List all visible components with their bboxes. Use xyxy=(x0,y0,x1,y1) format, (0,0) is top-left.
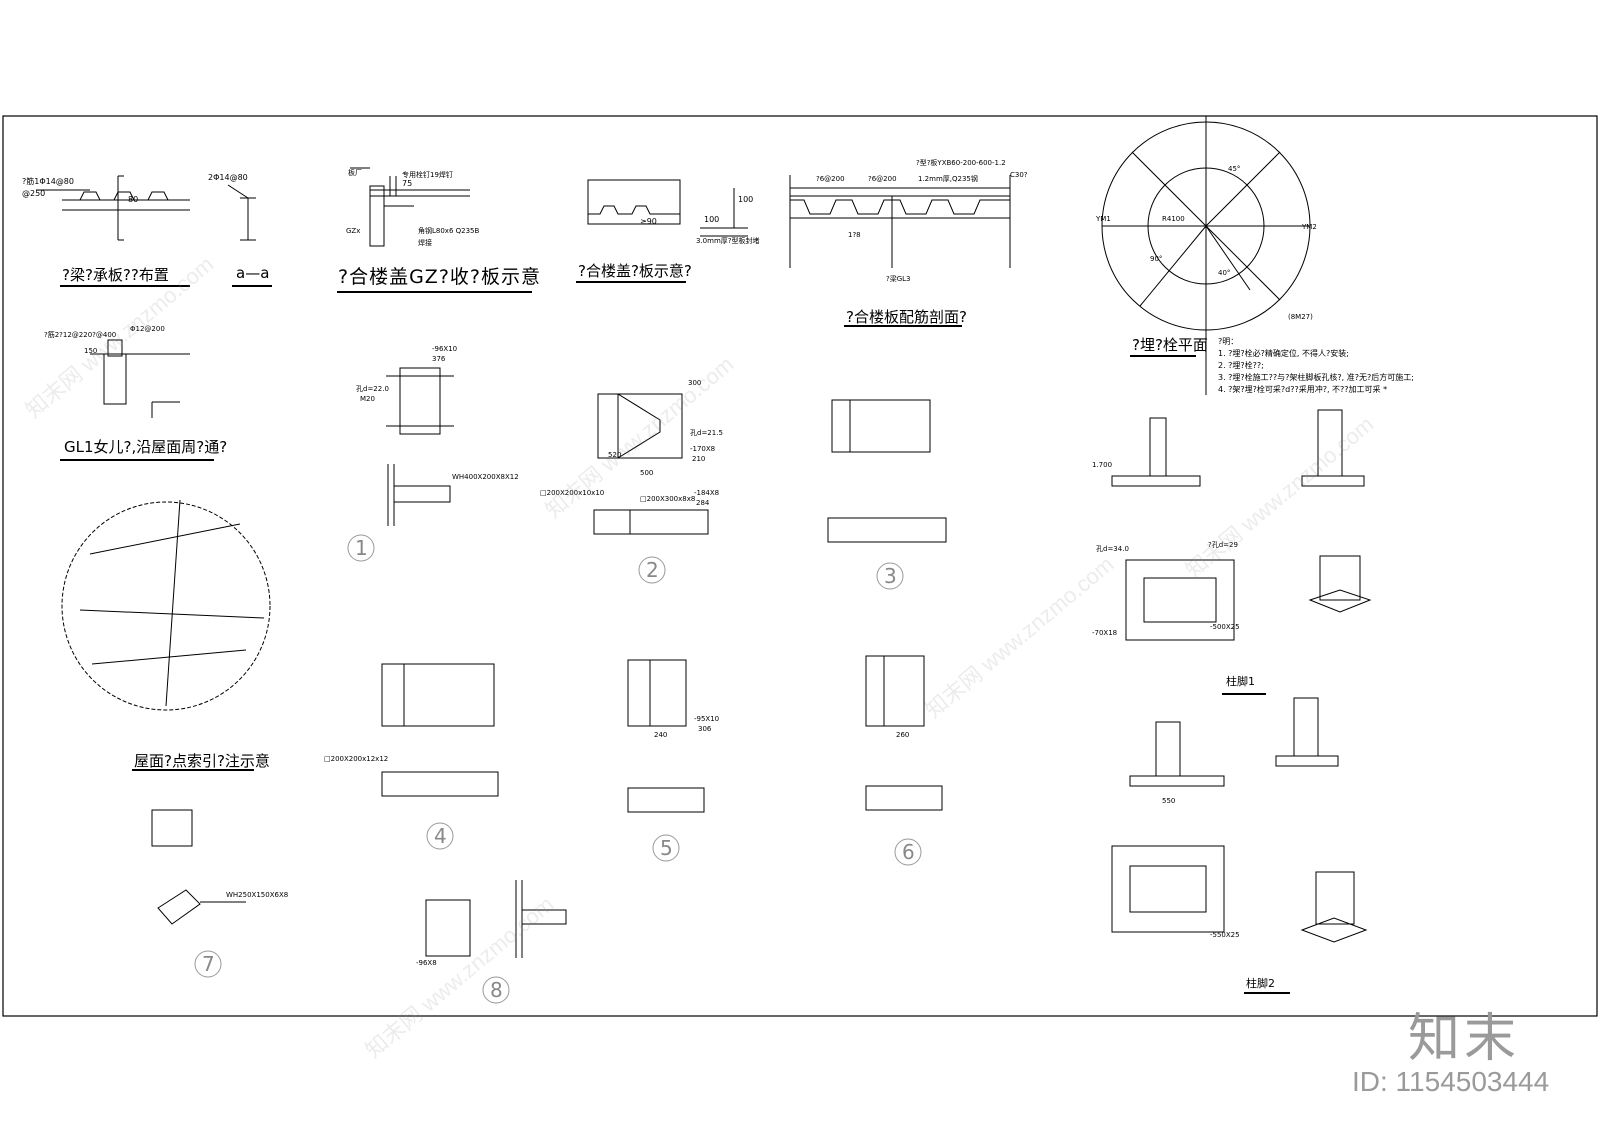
detail-number-5: 5 xyxy=(660,836,673,860)
label-one8: 1?8 xyxy=(848,231,861,239)
notes-line: 3. ?埋?栓施工??与?架柱脚板孔核?, 准?无?后方可施工; xyxy=(1218,373,1414,382)
label-dim520: 520 xyxy=(608,451,622,459)
detail-number-2: 2 xyxy=(646,558,659,582)
title-col-foot-2: 柱脚2 xyxy=(1246,977,1275,990)
label-d1700: 1.700 xyxy=(1092,461,1113,469)
label-pl284: 284 xyxy=(696,499,710,507)
detail-number-8: 8 xyxy=(490,978,503,1002)
label-hole34: 孔d=34.0 xyxy=(1096,545,1129,553)
label-r6-200b: ?6@200 xyxy=(868,175,897,183)
gz-slab-drawing xyxy=(337,167,532,293)
brand-logo: 知末 xyxy=(1408,1009,1521,1069)
label-hole29: ?孔d=29 xyxy=(1208,541,1238,549)
title-gz-slab: ?合楼盖GZ?收?板示意 xyxy=(338,266,541,288)
title-parapet: GL1女儿?,沿屋面周?通? xyxy=(64,438,228,456)
notes-line: ?明： xyxy=(1218,337,1239,346)
label-rebar-1: ?筋1Φ14@80 xyxy=(22,177,74,186)
beam-deck-drawing xyxy=(36,175,190,287)
label-deg45: 45° xyxy=(1228,165,1241,173)
roof-plan-drawing xyxy=(61,499,271,771)
detail-number-1: 1 xyxy=(355,536,368,560)
label-deg90: 90° xyxy=(1150,255,1163,263)
section-aa-drawing xyxy=(227,184,272,287)
notes-line: 1. ?埋?栓必?精确定位, 不得人?安装; xyxy=(1218,349,1349,358)
title-col-foot-1: 柱脚1 xyxy=(1226,675,1255,688)
label-dim260: 260 xyxy=(896,731,910,739)
title-section-aa: a—a xyxy=(236,264,270,282)
label-at90: ≥90 xyxy=(640,217,657,226)
notes-line: 4. ?架?埋?栓可采?d??采用冲?, 不??加工可采 * xyxy=(1218,385,1388,394)
label-pl96b: -96X8 xyxy=(416,959,437,967)
sheet-border xyxy=(2,115,1598,1017)
label-h250: WH250X150X6X8 xyxy=(226,891,289,899)
label-stud: 专用栓钉19焊钉 xyxy=(402,171,453,179)
label-r4100: R4100 xyxy=(1162,215,1185,223)
label-weld: 焊接 xyxy=(418,239,432,247)
label-d100b: 100 xyxy=(738,195,754,204)
label-deg40: 40° xyxy=(1218,269,1231,277)
label-m27: (8M27) xyxy=(1288,313,1313,321)
label-pl306: 306 xyxy=(698,725,712,733)
label-ym1: YM1 xyxy=(1096,215,1111,223)
rebar-section-drawing xyxy=(789,175,1011,327)
label-pl500: -500X25 xyxy=(1210,623,1240,631)
label-pl184: -184X8 xyxy=(694,489,720,497)
label-gl3: ?梁GL3 xyxy=(886,275,911,283)
label-deck-type: ?型?板YXB60-200-600-1.2 xyxy=(916,159,1006,167)
label-d150: 150 xyxy=(84,347,98,355)
label-two-bars: 2Φ14@80 xyxy=(208,173,248,182)
label-plate3: 3.0mm厚?型板封堵 xyxy=(696,237,760,245)
label-d100a: 100 xyxy=(704,215,720,224)
label-dim300: 300 xyxy=(688,379,702,387)
label-gzx: GZx xyxy=(346,227,361,235)
detail-number-3: 3 xyxy=(884,564,897,588)
label-r6-200a: ?6@200 xyxy=(816,175,845,183)
label-gl1-top: ?筋2?12@220?@400 xyxy=(44,331,117,339)
label-pl210: 210 xyxy=(692,455,706,463)
label-dim500: 500 xyxy=(640,469,654,477)
label-pl70: -70X18 xyxy=(1092,629,1118,637)
label-pl376: 376 xyxy=(432,355,446,363)
detail-number-4: 4 xyxy=(434,824,447,848)
label-sq200-12: □200X200x12x12 xyxy=(324,755,389,763)
label-pl550: -550X25 xyxy=(1210,931,1240,939)
label-d215: 孔d=21.5 xyxy=(690,429,723,437)
detail-number-7: 7 xyxy=(202,952,215,976)
label-at250: @250 xyxy=(22,189,46,198)
notes-block: ?明： 1. ?埋?栓必?精确定位, 不得人?安装; 2. ?埋?栓??; 3.… xyxy=(1218,336,1414,396)
label-dim75: 75 xyxy=(402,179,413,188)
label-pl96: -96X10 xyxy=(432,345,458,353)
title-slab: ?合楼盖?板示意? xyxy=(578,262,692,280)
label-ban-chang: 板厂 xyxy=(348,169,362,177)
label-dim550: 550 xyxy=(1162,797,1176,805)
title-rebar: ?合楼板配筋剖面? xyxy=(846,308,967,326)
detail-number-6: 6 xyxy=(902,840,915,864)
title-roof-cable: 屋面?点索引?注示意 xyxy=(134,752,270,770)
label-rect200-300: □200X300x8x8 xyxy=(640,495,696,503)
label-deck-spec: 1.2mm厚,Q235钢 xyxy=(918,175,978,183)
label-h400: WH400X200X8X12 xyxy=(452,473,519,481)
label-ym2: YM2 xyxy=(1302,223,1317,231)
column-foot-drawings xyxy=(1111,409,1372,994)
label-gl1-rebar: Φ12@200 xyxy=(130,325,165,333)
brand-id: ID: 1154503444 xyxy=(1352,1066,1550,1097)
title-embed-plan: ?埋?栓平面 xyxy=(1132,336,1208,354)
label-c30: C30? xyxy=(1010,171,1028,179)
label-d22: 孔d=22.0 xyxy=(356,385,389,393)
parapet-drawing xyxy=(60,339,214,461)
title-beam-deck: ?梁?承板??布置 xyxy=(62,266,169,284)
composite-slab-drawing xyxy=(576,179,748,283)
label-pl170: -170X8 xyxy=(690,445,716,453)
label-dim240: 240 xyxy=(654,731,668,739)
label-angle: 角钢L80x6 Q235B xyxy=(418,227,480,235)
label-pl95: -95X10 xyxy=(694,715,720,723)
joint-details xyxy=(151,367,947,958)
label-sq200-10: □200X200x10x10 xyxy=(540,489,605,497)
detail-circles xyxy=(194,534,922,1004)
bolt-plan-drawing xyxy=(1101,121,1311,357)
notes-line: 2. ?埋?栓??; xyxy=(1218,361,1264,370)
label-m20: M20 xyxy=(360,395,375,403)
label-dim80: 80 xyxy=(128,195,139,204)
